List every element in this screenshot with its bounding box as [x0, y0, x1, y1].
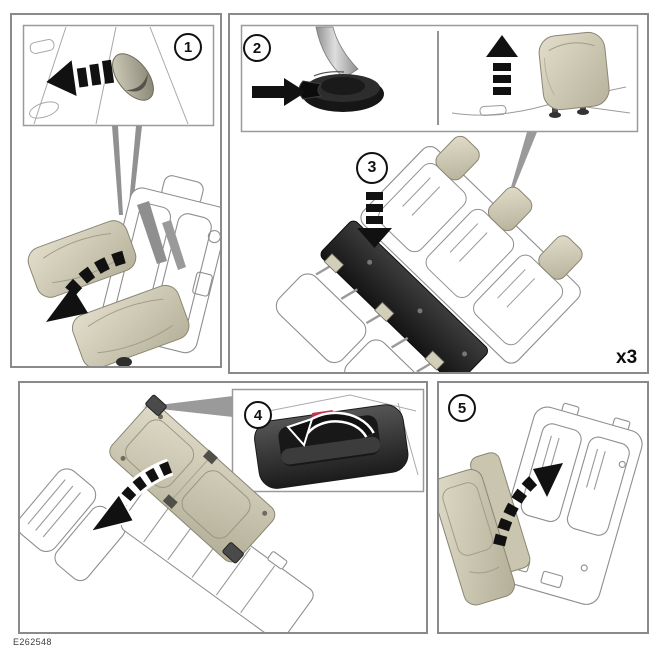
seatback-rear-panel [109, 394, 276, 564]
seatbelt-strap [162, 220, 186, 270]
post-socket [577, 109, 589, 115]
fold-forward-arrow-icon [46, 250, 126, 322]
step-2-number: 2 [252, 39, 262, 57]
panel-step-5 [437, 381, 649, 634]
seatback-assembly-outline [360, 135, 583, 364]
step-4-number: 4 [253, 406, 263, 424]
step-4-badge: 4 [244, 401, 272, 429]
callout-line [128, 126, 142, 215]
seat-cushion-outlines [275, 273, 435, 372]
callout-line [112, 126, 123, 215]
step-1-number: 1 [183, 38, 193, 56]
panel-steps-2-3 [228, 13, 649, 374]
corner-latch [222, 542, 244, 564]
step-2-badge: 2 [243, 34, 271, 62]
figure-reference-code: E262548 [13, 637, 52, 647]
pull-direction-arrow-icon [46, 59, 115, 96]
pull-strap [112, 53, 154, 101]
post-socket [549, 112, 561, 118]
lever-pull-arrow-icon [286, 411, 375, 447]
panel-step-1 [10, 13, 222, 368]
fold-forward-arrow-icon [87, 458, 174, 534]
step-3-badge: 3 [356, 152, 388, 184]
seat-foot [116, 357, 132, 366]
step-5-number: 5 [457, 399, 467, 417]
steps-2-3-illustration [240, 24, 639, 372]
headrest [435, 135, 480, 181]
fold-down-arrow-icon [357, 192, 392, 248]
step-1-illustration [22, 24, 220, 366]
corner-latch [145, 394, 167, 416]
step-5-badge: 5 [448, 394, 476, 422]
raise-seatback-arrow-icon [493, 463, 563, 547]
seatbelt-strap [137, 201, 167, 264]
step-1-badge: 1 [174, 33, 202, 61]
step-3-number: 3 [367, 159, 377, 176]
headrest [487, 186, 533, 232]
lift-headrest-arrow-icon [486, 35, 518, 95]
step-4-illustration [20, 388, 425, 632]
panel-step-4 [18, 381, 428, 634]
step-5-illustration [439, 402, 643, 606]
headrest-post-release [298, 26, 384, 112]
folded-seatback-panel [315, 220, 488, 372]
seat-cushions [27, 220, 190, 366]
headrest [538, 31, 610, 111]
repeat-quantity-label: x3 [616, 347, 638, 368]
callout-wedge [142, 396, 233, 417]
headrest [538, 235, 583, 280]
folded-seatbacks [439, 452, 531, 606]
press-button-arrow-icon [252, 78, 306, 106]
